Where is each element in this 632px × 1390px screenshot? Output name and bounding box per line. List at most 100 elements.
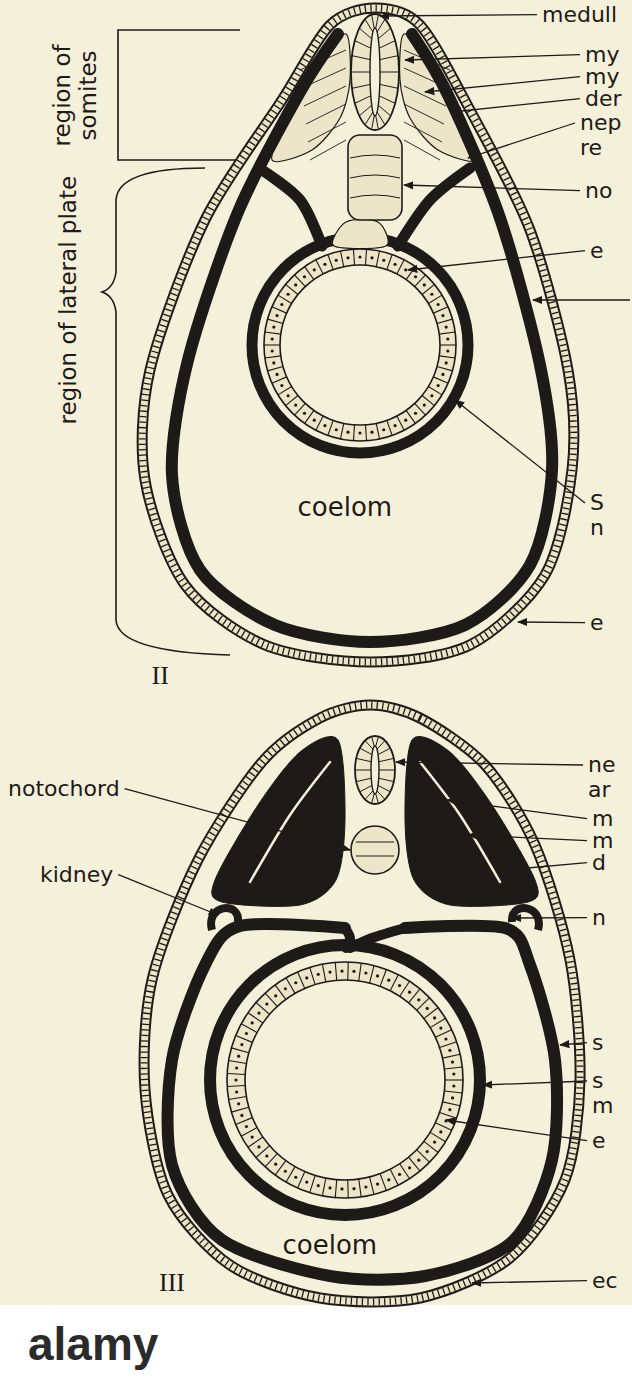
part-label: ne ar bbox=[588, 752, 628, 803]
cell-wall bbox=[444, 1091, 462, 1093]
nucleus bbox=[426, 1007, 429, 1010]
nucleus bbox=[294, 1176, 297, 1179]
leader-line bbox=[472, 1281, 587, 1283]
cell-wall bbox=[365, 425, 366, 441]
region-label: region of somites bbox=[49, 27, 102, 162]
nucleus bbox=[237, 1102, 240, 1105]
cell-wall bbox=[298, 972, 305, 988]
nucleus bbox=[417, 1159, 420, 1162]
cell-wall bbox=[298, 1172, 305, 1188]
nucleus bbox=[317, 1184, 320, 1187]
splanchnic-mesoderm bbox=[210, 945, 480, 1215]
cell-wall bbox=[365, 112, 373, 125]
part-label: der bbox=[585, 86, 622, 111]
cell-wall bbox=[231, 1048, 248, 1053]
part-label: my bbox=[585, 42, 619, 67]
myocoel bbox=[250, 762, 330, 882]
myocoel bbox=[420, 762, 500, 882]
cell-wall bbox=[353, 425, 354, 441]
cell-wall bbox=[376, 794, 379, 804]
nucleus bbox=[445, 361, 448, 364]
cell-wall bbox=[424, 1008, 438, 1019]
watermark: alamy bbox=[28, 1318, 158, 1371]
cell-wall bbox=[335, 1180, 336, 1198]
nucleus bbox=[426, 1150, 429, 1153]
leader-line bbox=[468, 835, 587, 841]
cell-wall bbox=[437, 367, 452, 371]
nucleus bbox=[275, 373, 278, 376]
cell-wall bbox=[380, 72, 399, 73]
cell-wall bbox=[376, 737, 379, 747]
nucleus bbox=[335, 428, 338, 431]
nucleus bbox=[287, 293, 290, 296]
endoderm-outer bbox=[227, 962, 463, 1198]
mesentery bbox=[332, 219, 388, 248]
nucleus bbox=[313, 419, 316, 422]
nucleus bbox=[382, 428, 385, 431]
cell-wall bbox=[229, 1096, 247, 1099]
cell-wall bbox=[439, 356, 455, 358]
cell-wall bbox=[440, 1112, 457, 1118]
cell-wall bbox=[322, 964, 325, 982]
leader-line bbox=[533, 299, 630, 300]
cell-wall bbox=[377, 112, 385, 125]
leader-line bbox=[380, 15, 537, 16]
nucleus bbox=[317, 973, 320, 976]
nucleus bbox=[284, 1170, 287, 1173]
cell-wall bbox=[359, 28, 371, 39]
cell-wall bbox=[272, 377, 287, 383]
cell-wall bbox=[377, 791, 385, 800]
nucleus bbox=[294, 403, 297, 406]
cell-wall bbox=[377, 741, 385, 750]
part-label: no bbox=[585, 178, 612, 203]
cell-wall bbox=[236, 1118, 253, 1125]
leader-line bbox=[404, 185, 580, 191]
leader-line bbox=[483, 1081, 587, 1085]
cell-wall bbox=[409, 989, 420, 1003]
cell-wall bbox=[294, 403, 305, 415]
part-label: ec bbox=[592, 1268, 618, 1293]
nucleus bbox=[272, 325, 275, 328]
part-label: S n bbox=[590, 490, 612, 541]
nucleus bbox=[387, 1178, 390, 1181]
cell-wall bbox=[445, 1079, 463, 1080]
cell-wall bbox=[265, 332, 281, 334]
cell-wall bbox=[444, 1067, 462, 1069]
nucleus bbox=[376, 974, 379, 977]
cell-wall bbox=[231, 1107, 248, 1112]
cell-wall bbox=[406, 410, 415, 423]
cell-wall bbox=[305, 267, 314, 280]
cell-wall bbox=[340, 251, 343, 267]
cell-wall bbox=[440, 344, 456, 345]
nucleus bbox=[382, 259, 385, 262]
endoderm-outer bbox=[264, 249, 456, 441]
part-label: nep re bbox=[580, 110, 628, 161]
nucleus bbox=[340, 1187, 343, 1190]
nucleus bbox=[417, 998, 420, 1001]
nucleus bbox=[305, 976, 308, 979]
leader-line bbox=[518, 621, 585, 623]
cell-wall bbox=[390, 1169, 398, 1185]
neural-canal bbox=[371, 746, 379, 794]
nucleus bbox=[257, 1145, 260, 1148]
somite-cell-line bbox=[404, 104, 444, 124]
nucleus bbox=[358, 431, 361, 434]
cell-wall bbox=[355, 96, 371, 104]
nucleus bbox=[257, 1011, 260, 1014]
cell-wall bbox=[352, 84, 370, 88]
part-label: notochord bbox=[8, 776, 120, 801]
cell-wall bbox=[305, 410, 314, 423]
cell-wall bbox=[378, 28, 390, 39]
cell-wall bbox=[370, 1177, 374, 1194]
cell-wall bbox=[355, 41, 371, 49]
gut-lumen bbox=[280, 265, 440, 425]
watermark-bar bbox=[0, 1305, 632, 1390]
nucleus bbox=[376, 1182, 379, 1185]
notochord-cell bbox=[356, 842, 394, 843]
cell-wall bbox=[248, 1137, 263, 1147]
nucleus bbox=[272, 361, 275, 364]
cell-wall bbox=[406, 267, 415, 280]
cavity-label: coelom bbox=[283, 1231, 378, 1261]
splanchnic-mesoderm bbox=[262, 170, 322, 246]
